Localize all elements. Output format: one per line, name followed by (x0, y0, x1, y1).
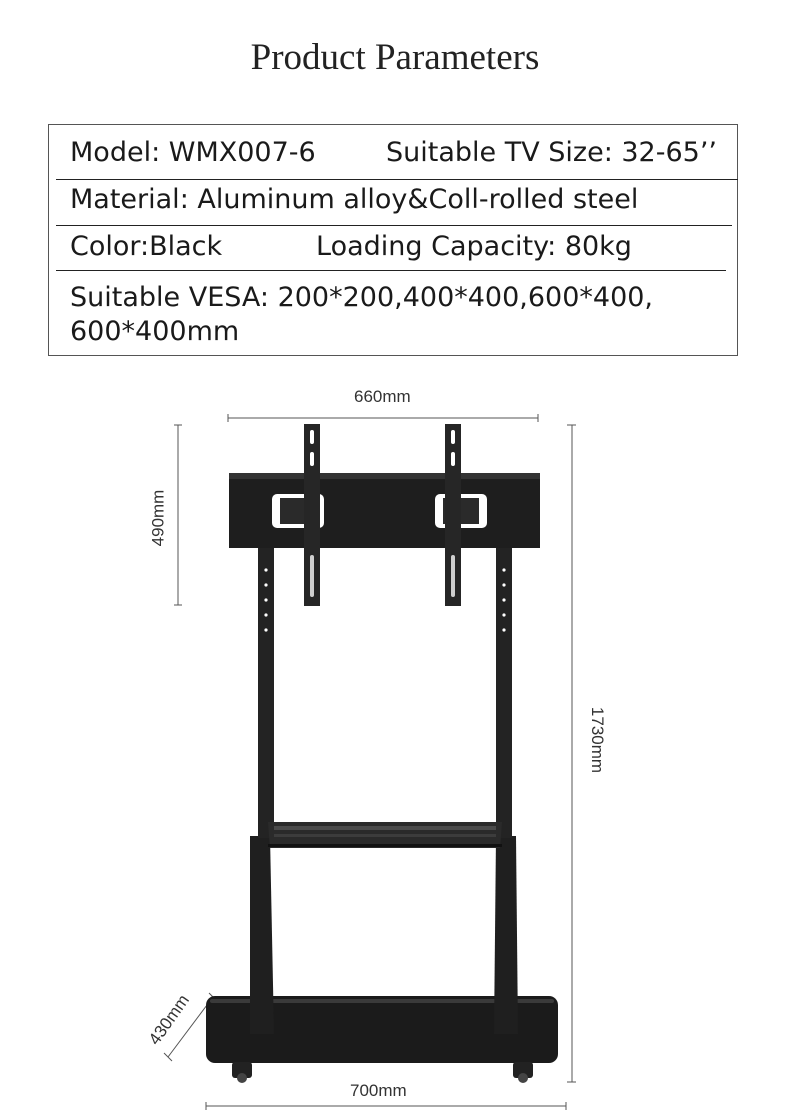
vesa-value-line1: Suitable VESA: 200*200,400*400,600*400, (70, 282, 654, 313)
row-divider (56, 179, 738, 180)
row-divider (56, 270, 726, 271)
row-divider (56, 225, 732, 226)
base (206, 996, 558, 1083)
mount-height-label: 490mm (148, 489, 168, 547)
arm-holes (310, 430, 455, 597)
post-holes (264, 568, 506, 632)
total-height-label: 1730mm (588, 706, 608, 774)
capacity-value: Loading Capacity: 80kg (316, 231, 632, 262)
tv-size-value: Suitable TV Size: 32-65’’ (386, 137, 717, 168)
base-width-label: 700mm (350, 1081, 407, 1100)
color-value: Color:Black (70, 231, 223, 262)
width-top-label: 660mm (354, 387, 411, 406)
mount-plate (229, 473, 540, 548)
shelf (268, 822, 502, 848)
legs (250, 836, 518, 1034)
vesa-arms (304, 424, 461, 606)
page-title: Product Parameters (250, 37, 540, 78)
material-value: Material: Aluminum alloy&Coll-rolled ste… (70, 184, 639, 215)
model-value: Model: WMX007-6 (70, 137, 316, 168)
spec-table (48, 124, 738, 356)
posts (258, 546, 512, 838)
vesa-value-line2: 600*400mm (70, 316, 240, 347)
